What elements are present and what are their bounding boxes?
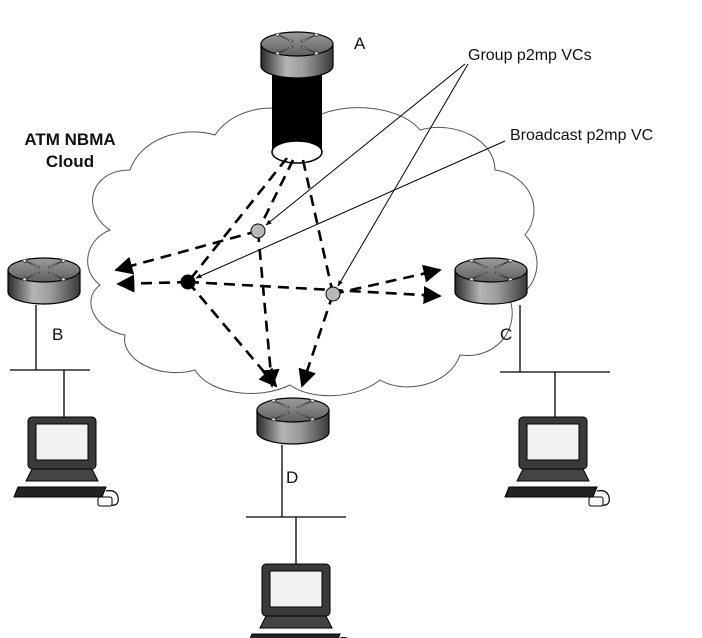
broadcast-vc-callout: Broadcast p2mp VC: [510, 127, 653, 144]
workstation-icon: [504, 416, 610, 507]
router-b-label: B: [52, 325, 63, 344]
atm-trunk-icon: [271, 72, 323, 164]
cloud-title-line1: ATM NBMA: [24, 130, 115, 149]
router-c[interactable]: [454, 257, 528, 305]
lan-segments: [10, 305, 610, 565]
router-b[interactable]: [7, 257, 81, 305]
vc-lines: [114, 157, 442, 388]
workstation-icon: [13, 416, 119, 507]
router-a-label: A: [354, 34, 366, 53]
broadcast-vc-node: [180, 274, 196, 290]
workstation-icon: [247, 563, 353, 638]
router-d-label: D: [286, 468, 298, 487]
router-d[interactable]: [256, 397, 330, 445]
router-a[interactable]: [260, 31, 334, 79]
callout-lines: [195, 63, 506, 287]
group-vc-callout: Group p2mp VCs: [468, 47, 592, 64]
router-c-label: C: [500, 325, 512, 344]
group-vc-node: [250, 223, 266, 239]
cloud-title-line2: Cloud: [46, 152, 94, 171]
group-vc-node: [325, 286, 341, 302]
